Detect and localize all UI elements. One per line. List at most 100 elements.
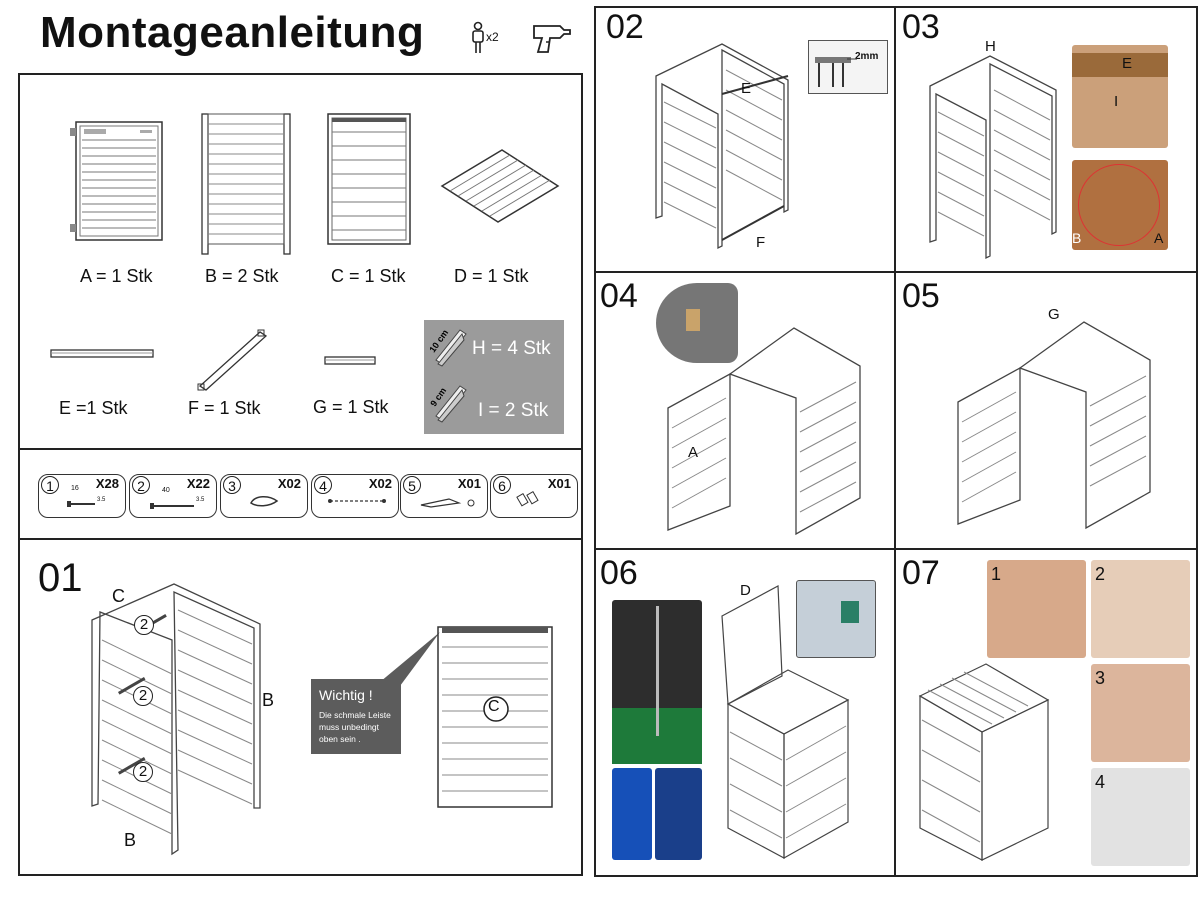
step-02-label-f: F bbox=[756, 234, 766, 251]
drill-icon bbox=[533, 25, 571, 53]
hardware-count: X02 bbox=[368, 476, 392, 491]
bracket-i-icon bbox=[435, 385, 467, 423]
callout-screw-2: 2 bbox=[133, 762, 153, 782]
chain bbox=[656, 606, 659, 736]
panel-c-label: C bbox=[488, 698, 500, 715]
hardware-num: 3 bbox=[223, 476, 241, 494]
photo-label-a: A bbox=[1154, 230, 1164, 246]
step-01-drawing bbox=[91, 583, 261, 856]
detail-gap: 2mm bbox=[855, 51, 879, 62]
step-02-number: 02 bbox=[606, 8, 644, 46]
callout-screw-2: 2 bbox=[133, 686, 153, 706]
bracket-i-label: I = 2 Stk bbox=[478, 400, 549, 421]
part-g-drawing bbox=[324, 356, 376, 365]
bracket-box: 10 cm H = 4 Stk 9 cm I = 2 Stk bbox=[424, 320, 564, 434]
hardware-item-4: 4 X02 bbox=[311, 474, 399, 518]
part-a-label: A = 1 Stk bbox=[80, 266, 153, 286]
chain-photo bbox=[612, 768, 652, 860]
beam bbox=[1072, 53, 1168, 77]
part-a-drawing bbox=[70, 121, 163, 241]
important-notice: Wichtig ! Die schmale Leiste muss unbedi… bbox=[311, 679, 401, 754]
screw-length: 40 bbox=[162, 487, 170, 494]
notice-line: muss unbedingt bbox=[319, 722, 380, 732]
hardware-item-1: 1 X28 16 3.5 bbox=[38, 474, 126, 518]
hardware-count: X28 bbox=[95, 476, 119, 491]
part-c-drawing bbox=[327, 113, 411, 245]
hardware-count: X01 bbox=[547, 476, 571, 491]
steps-panel bbox=[594, 6, 1198, 877]
hardware-item-2: 2 X22 40 3.5 bbox=[129, 474, 217, 518]
parts-panel bbox=[18, 73, 583, 876]
step-07-drawing bbox=[918, 663, 1050, 861]
hardware-num: 6 bbox=[493, 476, 511, 494]
divider bbox=[594, 271, 1198, 273]
part-b-drawing bbox=[201, 113, 291, 255]
part-e-drawing bbox=[50, 349, 154, 358]
latch-step-photo: 3 bbox=[1091, 664, 1190, 762]
latch-step-photo: 2 bbox=[1091, 560, 1190, 658]
hinge bbox=[841, 601, 859, 623]
notice-line: Die schmale Leiste bbox=[319, 710, 391, 720]
step-04-drawing bbox=[667, 327, 861, 536]
clip-icon bbox=[516, 490, 539, 507]
step-05-number: 05 bbox=[902, 277, 940, 315]
page-title: Montageanleitung bbox=[40, 8, 425, 57]
photo-label-e: E bbox=[1122, 55, 1133, 72]
part-f-label: F = 1 Stk bbox=[188, 398, 261, 418]
step-03-drawing bbox=[929, 55, 1057, 260]
hardware-count: X01 bbox=[457, 476, 481, 491]
notice-line: oben sein . bbox=[319, 734, 361, 744]
photo-label-b: B bbox=[1072, 230, 1082, 246]
photo-label-i: I bbox=[1114, 93, 1119, 110]
hardware-num: 1 bbox=[41, 476, 59, 494]
hardware-count: X02 bbox=[277, 476, 301, 491]
divider bbox=[594, 548, 1198, 550]
hardware-count: X22 bbox=[186, 476, 210, 491]
callout-screw-2: 2 bbox=[134, 615, 154, 635]
screw-length: 16 bbox=[71, 485, 79, 492]
part-b-label: B = 2 Stk bbox=[205, 266, 279, 286]
latch-step-photo: 1 bbox=[987, 560, 1086, 658]
screw-diameter: 3.5 bbox=[196, 497, 205, 503]
hardware-num: 5 bbox=[403, 476, 421, 494]
hardware-item-3: 3 X02 bbox=[220, 474, 308, 518]
photo-step-number: 1 bbox=[991, 564, 1002, 584]
detail-photo: B A bbox=[1072, 160, 1168, 250]
part-g-label: G = 1 Stk bbox=[313, 397, 389, 417]
detail-photo: E I bbox=[1072, 45, 1168, 148]
step-04-number: 04 bbox=[600, 277, 638, 315]
hardware-item-6: 6 X01 bbox=[490, 474, 578, 518]
part-d-drawing bbox=[440, 149, 560, 223]
screw-icon bbox=[67, 501, 95, 507]
step-01-label-b: B bbox=[262, 690, 275, 710]
step-01-label-b: B bbox=[124, 830, 137, 850]
detail-drawing bbox=[815, 57, 857, 87]
hinge-detail-photo bbox=[796, 580, 876, 658]
notice-pointer bbox=[380, 632, 440, 686]
latch-step-photo: 4 bbox=[1091, 768, 1190, 866]
divider bbox=[894, 6, 896, 877]
step-01-number: 01 bbox=[38, 556, 83, 600]
step-03-number: 03 bbox=[902, 8, 940, 46]
screw-icon bbox=[150, 503, 194, 509]
step-02-label-e: E bbox=[741, 80, 752, 97]
persons-count: x2 bbox=[486, 30, 499, 44]
latch-icon bbox=[420, 498, 475, 508]
hinge bbox=[686, 309, 700, 331]
divider bbox=[18, 538, 583, 540]
part-e-label: E =1 Stk bbox=[59, 398, 128, 418]
part-f-drawing bbox=[197, 329, 268, 391]
chain-icon bbox=[328, 499, 386, 503]
hardware-num: 4 bbox=[314, 476, 332, 494]
hinge-photo bbox=[656, 283, 738, 363]
step-06-label-d: D bbox=[740, 582, 751, 599]
panel-c-drawing bbox=[437, 626, 553, 808]
person-icon bbox=[472, 21, 484, 53]
step-05-drawing bbox=[957, 321, 1151, 530]
bracket-h-icon bbox=[435, 329, 467, 367]
step-03-label-h: H bbox=[985, 38, 996, 55]
step-02-drawing bbox=[655, 43, 789, 250]
highlight-circle bbox=[1078, 164, 1160, 246]
bracket-h-label: H = 4 Stk bbox=[472, 338, 551, 359]
hook-icon bbox=[250, 496, 279, 507]
